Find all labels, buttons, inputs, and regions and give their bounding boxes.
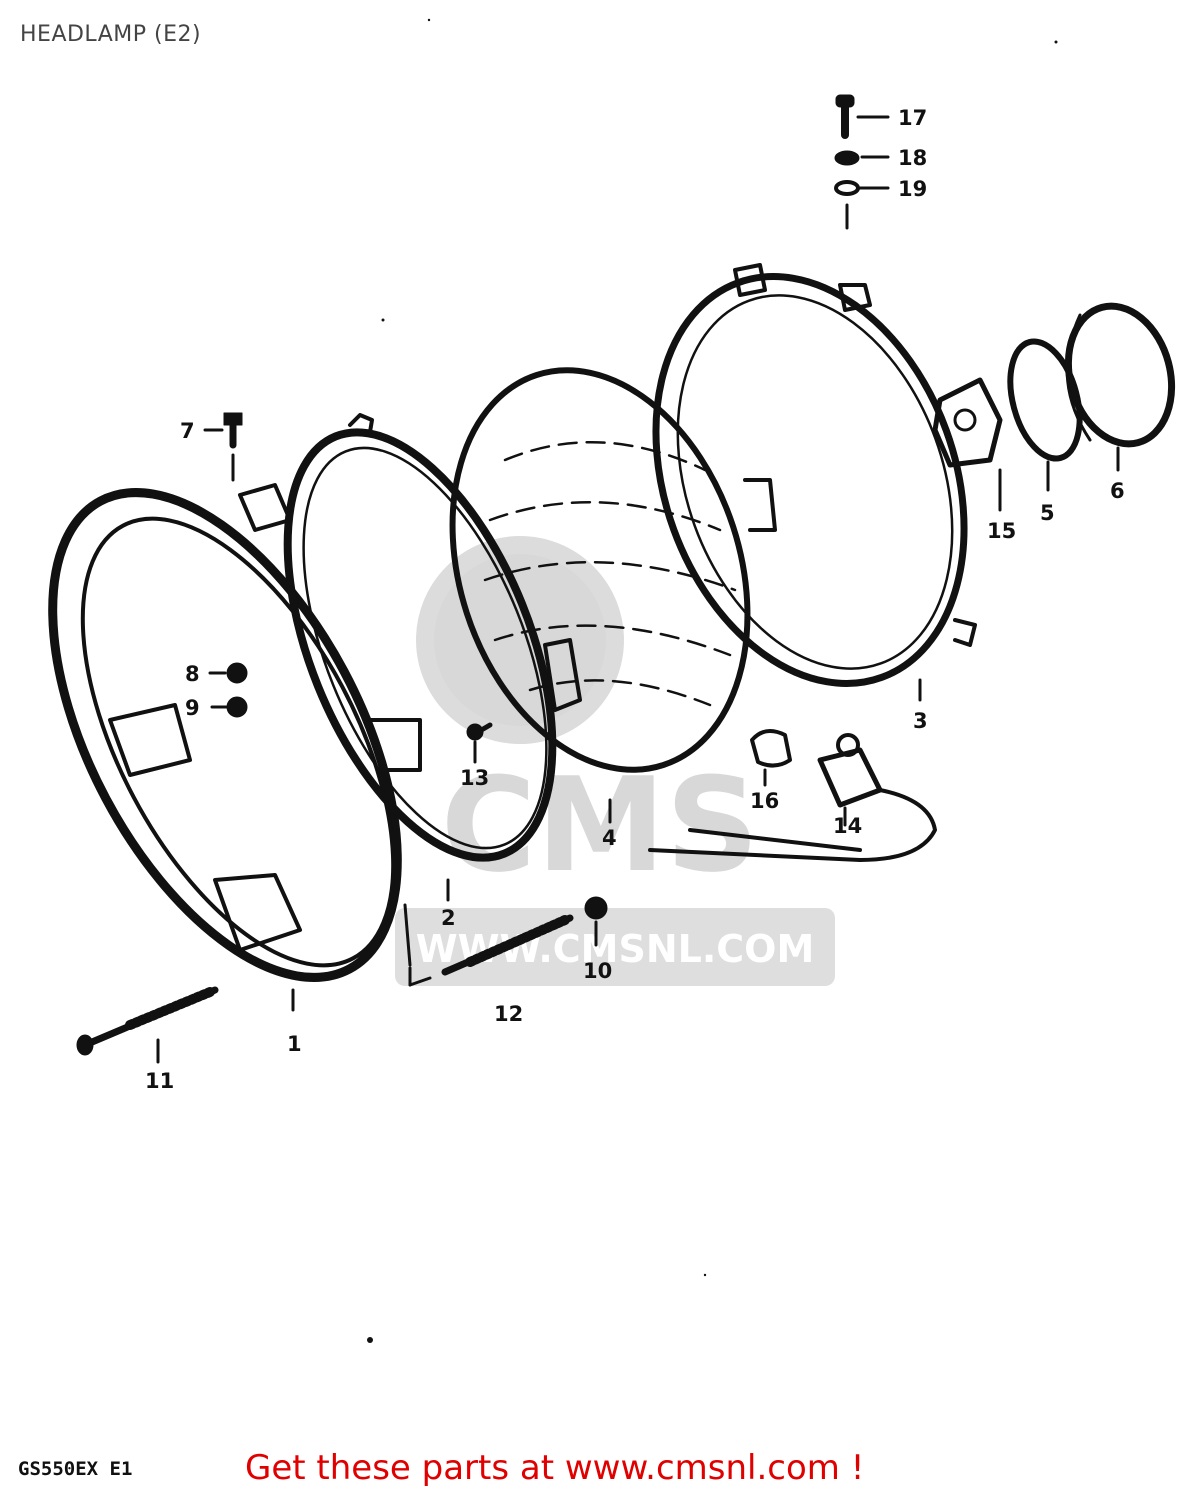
footer-parts-link[interactable]: Get these parts at www.cmsnl.com ! — [245, 1448, 865, 1488]
part-14-bulb-socket — [648, 733, 937, 862]
part-11-adjusting-screw — [76, 986, 219, 1056]
part-15-bulb-holder — [932, 377, 1003, 468]
model-code: GS550EX E1 — [18, 1458, 133, 1480]
part-17-bolt — [835, 94, 855, 139]
part-9-washer — [226, 696, 248, 718]
watermark: CMS WWW.CMSNL.COM — [395, 536, 835, 986]
part-4-sealed-beam — [449, 367, 777, 773]
callout-15: 15 — [987, 519, 1016, 543]
part-19-lock-washer — [834, 180, 860, 230]
part-10-nut — [584, 896, 608, 920]
callout-2: 2 — [441, 906, 456, 930]
part-12-adjusting-screw — [441, 914, 574, 976]
callout-8: 8 — [185, 662, 200, 686]
part-16-bulb — [750, 729, 792, 768]
page-title: HEADLAMP (E2) — [20, 22, 202, 47]
callout-4: 4 — [602, 826, 617, 850]
callout-14: 14 — [833, 814, 862, 838]
callout-9: 9 — [185, 696, 200, 720]
watermark-url: WWW.CMSNL.COM — [416, 927, 815, 971]
part-7-screw — [223, 412, 243, 482]
part-1-headlamp-rim — [48, 483, 422, 982]
callout-16: 16 — [750, 789, 779, 813]
callout-5: 5 — [1040, 501, 1055, 525]
callout-3: 3 — [913, 709, 928, 733]
callout-13: 13 — [460, 766, 489, 790]
leader-lines — [156, 115, 1120, 1064]
part-6-dust-cap — [1064, 302, 1176, 448]
callout-6: 6 — [1110, 479, 1125, 503]
callout-12: 12 — [494, 1002, 523, 1026]
part-3-housing — [652, 263, 977, 687]
callout-labels: 17 18 19 7 8 9 13 16 14 4 3 15 5 6 2 10 … — [145, 106, 1125, 1093]
watermark-brand: CMS — [441, 749, 759, 901]
scan-specks — [367, 18, 1058, 1343]
callout-7: 7 — [180, 419, 195, 443]
callout-19: 19 — [898, 177, 927, 201]
part-8-washer — [226, 662, 248, 684]
part-2-retaining-ring — [283, 413, 557, 862]
callout-17: 17 — [898, 106, 927, 130]
part-13-screw — [466, 722, 493, 741]
callout-18: 18 — [898, 146, 927, 170]
callout-11: 11 — [145, 1069, 174, 1093]
callout-1: 1 — [287, 1032, 302, 1056]
callout-10: 10 — [583, 959, 612, 983]
part-18-washer — [834, 150, 860, 166]
